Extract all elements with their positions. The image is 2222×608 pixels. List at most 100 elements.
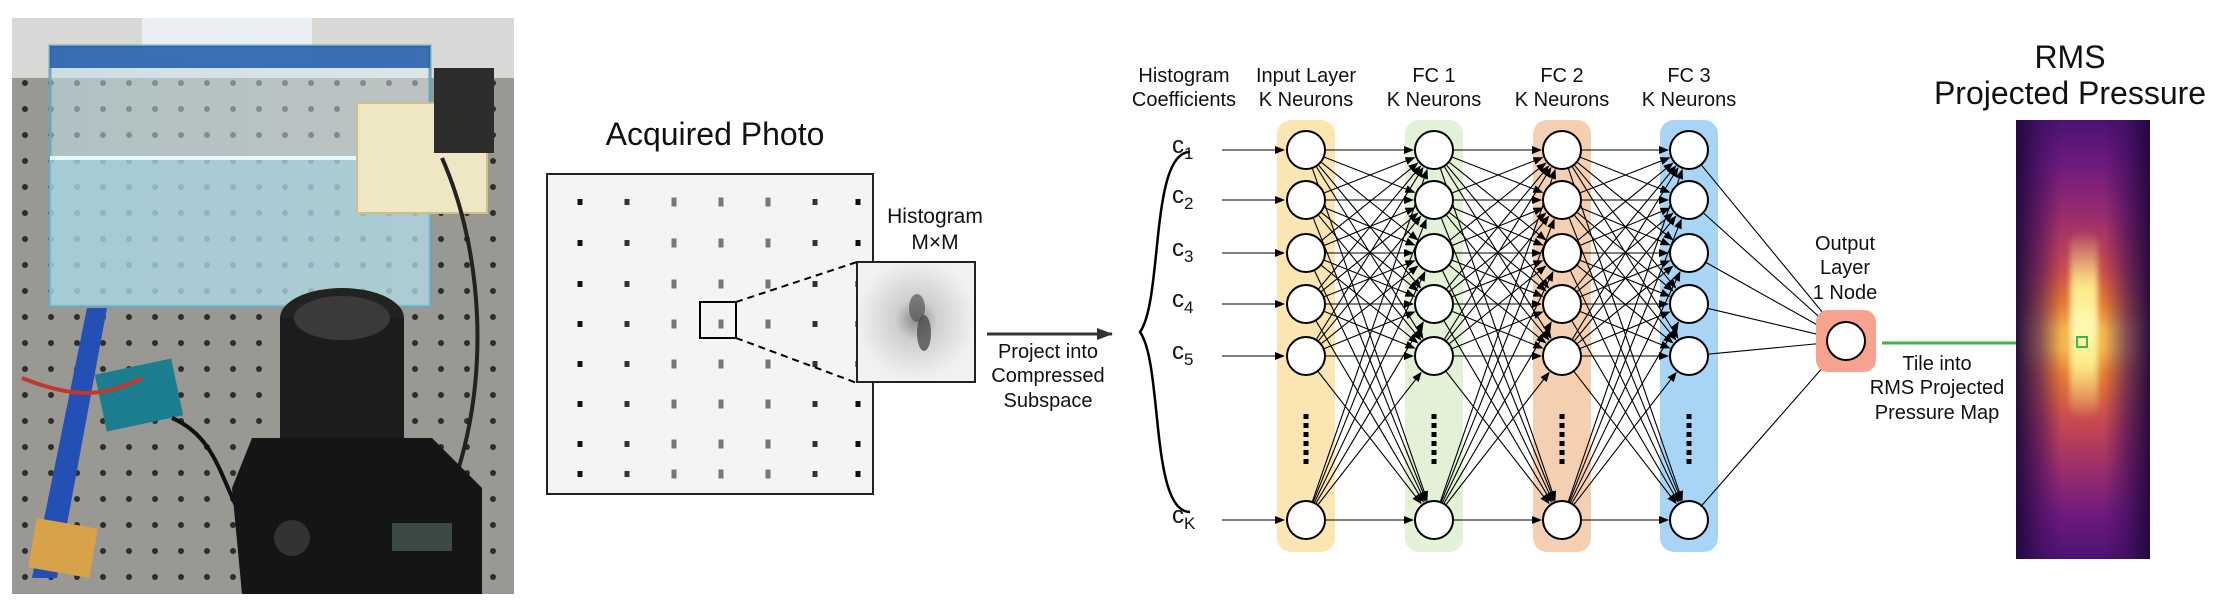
ellipsis-dot	[1431, 423, 1437, 428]
weight-connection	[1568, 218, 1682, 502]
marker-dot	[812, 401, 818, 407]
neuron-node	[1542, 180, 1582, 220]
weight-connection	[1324, 157, 1416, 194]
ellipsis-dot	[1303, 414, 1309, 419]
neuron-node	[1669, 284, 1709, 324]
output-connection	[1703, 212, 1832, 328]
marker-dot	[624, 401, 630, 407]
marker-dot	[671, 279, 677, 289]
marker-dot	[577, 361, 583, 367]
marker-dot	[718, 399, 724, 409]
marker-dot	[812, 361, 818, 367]
marker-dot	[765, 469, 771, 479]
neuron-node	[1669, 233, 1709, 273]
weight-connection	[1577, 212, 1674, 292]
ellipsis-dot	[1431, 441, 1437, 446]
marker-dot	[855, 240, 861, 246]
marker-dot	[765, 359, 771, 369]
neuron-node	[1542, 336, 1582, 376]
output-node	[1826, 321, 1866, 361]
ellipsis-dot	[1303, 450, 1309, 455]
output-connection	[1701, 356, 1833, 506]
marker-dot	[671, 399, 677, 409]
neuron-node	[1542, 500, 1582, 540]
output-connection	[1708, 339, 1827, 355]
neuron-node	[1669, 180, 1709, 220]
neuron-node	[1542, 233, 1582, 273]
weight-connection	[1443, 321, 1552, 504]
weight-connection	[1567, 168, 1684, 502]
marker-dot	[671, 359, 677, 369]
marker-dot	[671, 469, 677, 479]
neuron-node	[1669, 336, 1709, 376]
marker-dot	[577, 240, 583, 246]
ellipsis-dot	[1686, 459, 1692, 464]
coefficient-brace	[1138, 150, 1191, 514]
marker-dot	[855, 471, 861, 477]
weight-connection	[1316, 166, 1424, 340]
ellipsis-dot	[1686, 414, 1692, 419]
marker-dot	[671, 238, 677, 248]
zoom-selection-box	[699, 301, 737, 339]
marker-dot	[671, 319, 677, 329]
output-connection	[1708, 308, 1827, 339]
weight-connection	[1574, 165, 1677, 289]
ellipsis-dot	[1559, 450, 1565, 455]
output-connection	[1706, 262, 1829, 332]
weight-connection	[1440, 168, 1556, 502]
marker-dot	[718, 439, 724, 449]
neuron-node	[1414, 500, 1454, 540]
weight-connection	[1577, 265, 1674, 344]
marker-dot	[577, 281, 583, 287]
marker-dot	[624, 199, 630, 205]
marker-dot	[718, 197, 724, 207]
neuron-node	[1286, 336, 1326, 376]
weight-connection	[1452, 157, 1544, 194]
ellipsis-dot	[1431, 459, 1437, 464]
neuron-node	[1286, 284, 1326, 324]
marker-dot	[624, 471, 630, 477]
tile-arrow-label: Tile into RMS Projected Pressure Map	[1869, 353, 2005, 424]
coefficient-label: c2	[1172, 182, 1194, 213]
weight-connection	[1449, 265, 1547, 344]
marker-dot	[718, 469, 724, 479]
ellipsis-dot	[1559, 441, 1565, 446]
marker-dot	[624, 441, 630, 447]
weight-connection	[1449, 162, 1547, 241]
marker-dot	[765, 279, 771, 289]
marker-dot	[855, 401, 861, 407]
heatmap-focal-zone	[2070, 230, 2098, 420]
pressure-map-title: RMS Projected Pressure	[1933, 39, 2207, 111]
weight-connection	[1580, 311, 1671, 349]
marker-dot	[812, 240, 818, 246]
ellipsis-dot	[1431, 450, 1437, 455]
marker-dot	[624, 240, 630, 246]
marker-dot	[855, 199, 861, 205]
ellipsis-dot	[1303, 432, 1309, 437]
marker-dot	[671, 197, 677, 207]
neuron-node	[1542, 284, 1582, 324]
neuron-node	[1669, 500, 1709, 540]
ellipsis-dot	[1559, 432, 1565, 437]
marker-dot	[812, 321, 818, 327]
project-arrow-label: Project into Compressed Subspace	[991, 341, 1105, 412]
weight-connection	[1315, 321, 1424, 504]
weight-connection	[1570, 271, 1681, 503]
weight-connection	[1580, 207, 1671, 246]
ellipsis-dot	[1431, 414, 1437, 419]
neuron-node	[1414, 284, 1454, 324]
weight-connection	[1446, 165, 1550, 289]
marker-dot	[624, 281, 630, 287]
heatmap-selected-pixel	[2076, 336, 2088, 348]
weight-connection	[1324, 207, 1416, 246]
neuron-node	[1414, 336, 1454, 376]
weight-connection	[1312, 168, 1428, 502]
histogram-label: Histogram M×M	[887, 205, 983, 254]
histogram-zoom	[856, 261, 976, 383]
weight-connection	[1449, 212, 1547, 292]
acquired-photo-title: Acquired Photo	[605, 116, 825, 152]
